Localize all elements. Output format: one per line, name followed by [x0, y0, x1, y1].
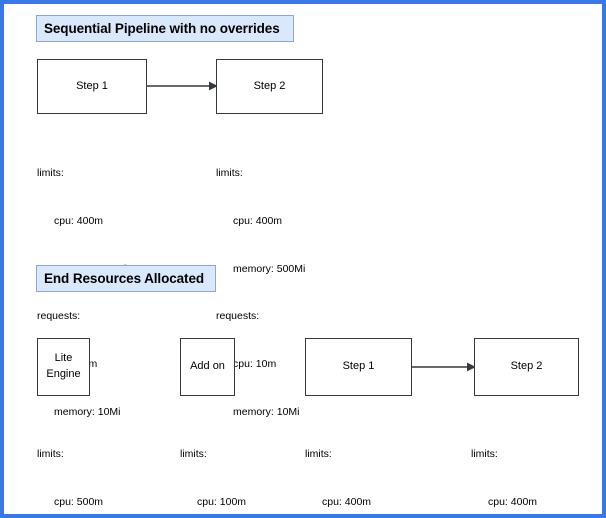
node-step-2-top[interactable]: Step 2 [216, 59, 323, 114]
node-label-line-2: Engine [46, 368, 81, 380]
resources-step-1-bottom: limits: cpu: 400m memory: 500Mi requests… [305, 415, 394, 514]
limits-cpu: cpu: 100m [197, 495, 247, 508]
node-add-on[interactable]: Add on [180, 338, 235, 396]
node-step-2-bottom[interactable]: Step 2 [474, 338, 579, 396]
limits-label: limits: [471, 447, 498, 460]
limits-cpu: cpu: 400m [488, 495, 538, 508]
section-banner-sequential-pipeline: Sequential Pipeline with no overrides [36, 15, 294, 42]
node-lite-engine[interactable]: Lite Engine [37, 338, 90, 396]
requests-memory: memory: 10Mi [233, 406, 300, 419]
section-banner-label: End Resources Allocated [44, 271, 204, 286]
requests-memory: memory: 10Mi [54, 406, 121, 419]
limits-label: limits: [180, 447, 207, 460]
limits-label: limits: [37, 447, 64, 460]
limits-cpu: cpu: 400m [322, 495, 372, 508]
node-label: Step 2 [253, 79, 286, 92]
edge-step1-to-step2-top [146, 81, 218, 91]
requests-label: requests: [37, 310, 81, 323]
node-label: Step 2 [510, 360, 543, 373]
resources-step-2-top: limits: cpu: 400m memory: 500Mi requests… [216, 134, 305, 453]
limits-memory: memory: 500Mi [233, 262, 306, 275]
resources-step-1-top: limits: cpu: 400m memory: 500Mi requests… [37, 134, 126, 453]
resources-step-2-bottom: limits: cpu: 400m memory: 500Mi requests… [471, 415, 560, 514]
limits-label: limits: [37, 166, 64, 179]
resources-add-on: limits: cpu: 100m memory: 100Mi requests… [180, 415, 269, 514]
section-banner-end-resources-allocated: End Resources Allocated [36, 265, 216, 292]
node-step-1-top[interactable]: Step 1 [37, 59, 147, 114]
node-step-1-bottom[interactable]: Step 1 [305, 338, 412, 396]
limits-label: limits: [305, 447, 332, 460]
node-label-line-1: Lite [54, 352, 73, 365]
node-label: Add on [190, 360, 225, 373]
requests-label: requests: [216, 310, 260, 323]
limits-label: limits: [216, 166, 243, 179]
edge-step1-to-step2-bottom [411, 362, 476, 372]
requests-cpu: cpu: 10m [233, 358, 277, 371]
resources-lite-engine: limits: cpu: 500m memory: 600Mi requests… [37, 415, 126, 514]
node-label: Step 1 [342, 360, 375, 373]
limits-cpu: cpu: 400m [54, 214, 104, 227]
limits-cpu: cpu: 500m [54, 495, 104, 508]
limits-cpu: cpu: 400m [233, 214, 283, 227]
section-banner-label: Sequential Pipeline with no overrides [44, 21, 280, 36]
node-label: Step 1 [76, 79, 108, 92]
